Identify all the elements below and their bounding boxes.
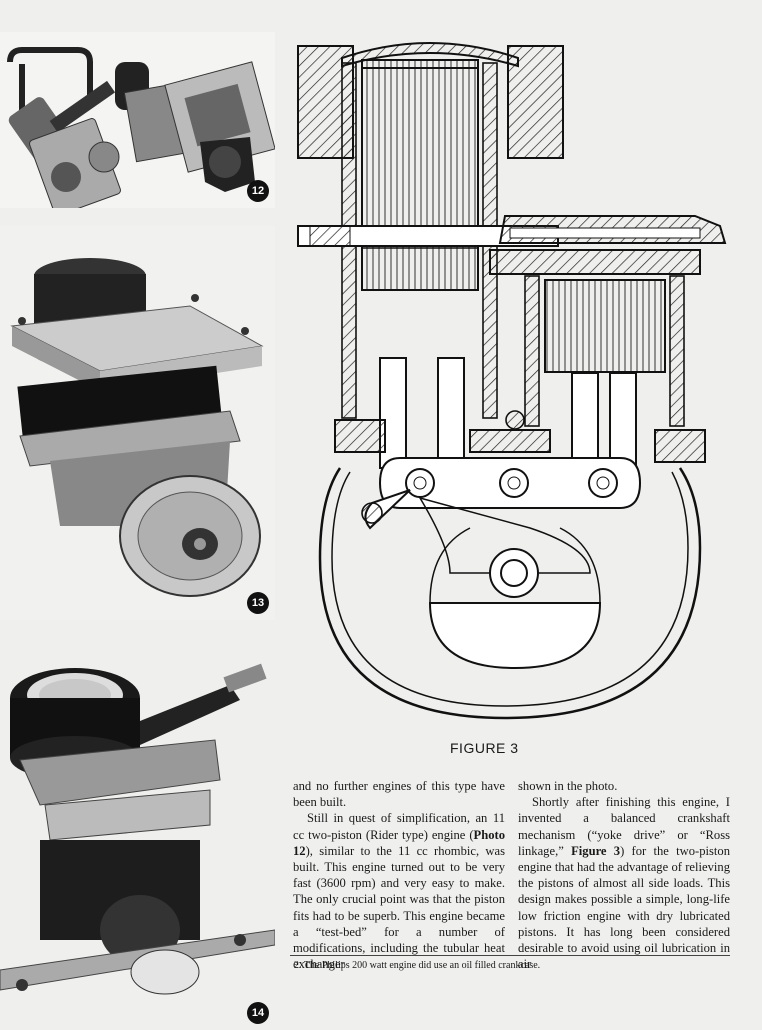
photo-number-badge: 13 xyxy=(247,592,269,614)
photo-14-image xyxy=(0,640,275,1030)
photo-12: 12 xyxy=(0,32,275,208)
photo-14: 14 xyxy=(0,640,275,1030)
paragraph-text: ) for the two-piston engine that had the… xyxy=(518,843,730,972)
photo-13: 13 xyxy=(0,226,275,620)
text-column-1: and no further engines of this type have… xyxy=(293,778,505,972)
figure-caption: FIGURE 3 xyxy=(450,740,519,756)
paragraph: and no further engines of this type have… xyxy=(293,779,505,810)
footnote: 2. The Philips 200 watt engine did use a… xyxy=(294,960,541,971)
paragraph-text: Still in quest of simplification, an 11 … xyxy=(293,811,505,842)
engine-cross-section xyxy=(297,42,727,720)
figure-3-drawing xyxy=(280,28,750,728)
footnote-divider xyxy=(290,955,730,956)
photo-reference: Photo 12 xyxy=(293,827,505,858)
figure-reference: Figure 3 xyxy=(571,843,621,858)
photo-13-image xyxy=(0,226,275,620)
paragraph-text: ), similar to the 11 cc rhombic, was bui… xyxy=(293,843,505,972)
paragraph-text: Shortly after finishing this engine, I i… xyxy=(518,795,730,858)
paragraph: Shortly after finishing this engine, I i… xyxy=(518,794,730,972)
paragraph: shown in the photo. xyxy=(518,779,618,793)
photo-number-badge: 14 xyxy=(247,1002,269,1024)
photo-12-image xyxy=(0,32,275,208)
photo-number-badge: 12 xyxy=(247,180,269,202)
paragraph: Still in quest of simplification, an 11 … xyxy=(293,810,505,972)
text-column-2: shown in the photo. Shortly after finish… xyxy=(518,778,730,972)
